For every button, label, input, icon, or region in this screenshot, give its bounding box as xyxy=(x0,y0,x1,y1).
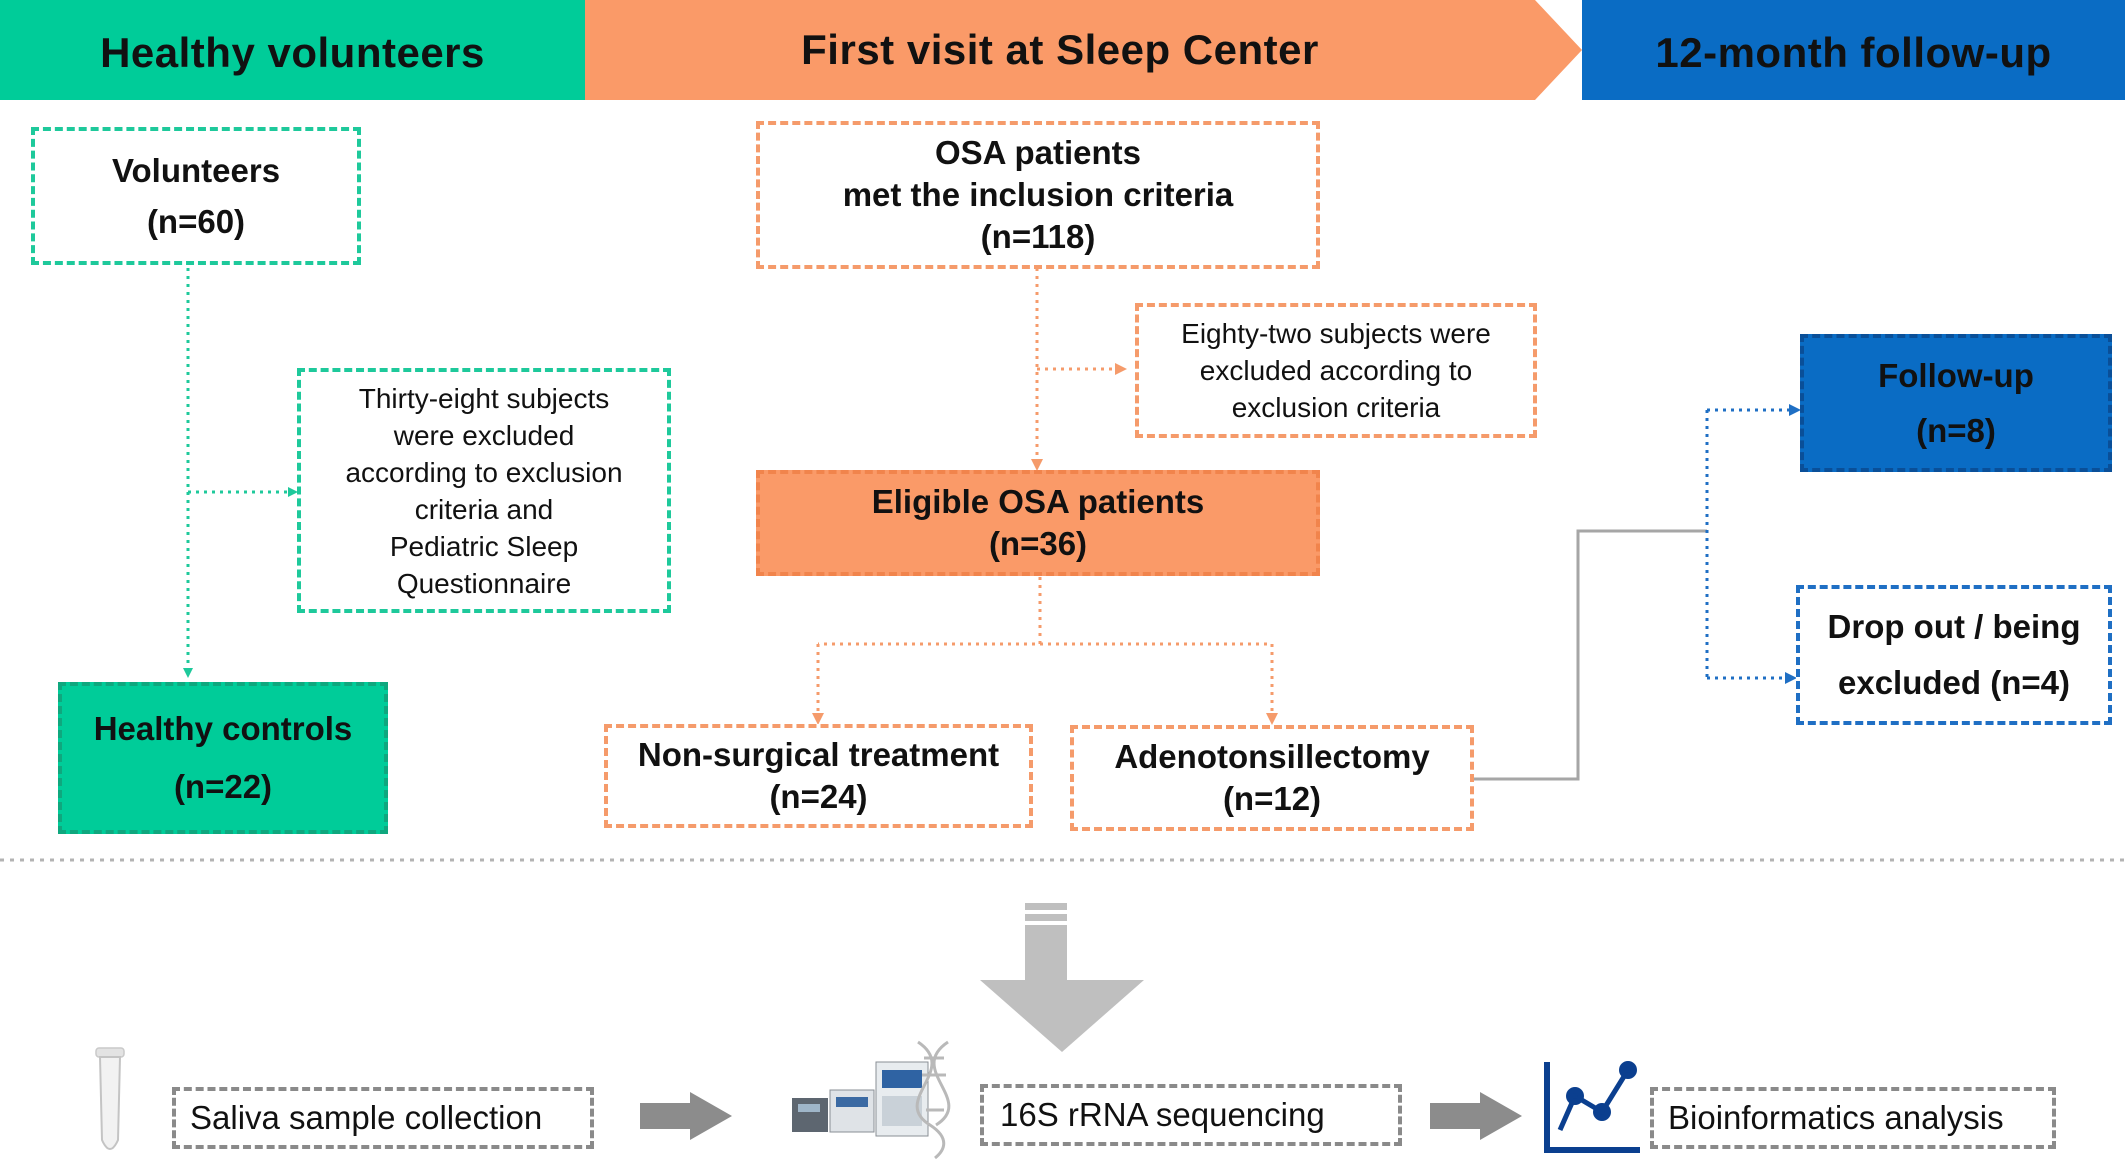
volunteers-box: Volunteers (n=60) xyxy=(31,127,361,265)
nonsurgical-title: Non-surgical treatment xyxy=(637,736,1000,773)
down-arrow-icon xyxy=(980,903,1144,1052)
teal-exclusion-line: Pediatric Sleep xyxy=(389,530,579,562)
sequencer-icon xyxy=(792,1061,929,1137)
eligible-osa-count: (n=36) xyxy=(988,525,1088,562)
adenotonsillectomy-box: Adenotonsillectomy (n=12) xyxy=(1070,725,1474,831)
eligible-osa-box: Eligible OSA patients (n=36) xyxy=(756,470,1320,576)
followup-count: (n=8) xyxy=(1916,411,1996,449)
followup-title: Follow-up xyxy=(1878,356,2034,394)
eligible-osa-title: Eligible OSA patients xyxy=(871,483,1205,520)
teal-exclusion-line: were excluded xyxy=(393,419,575,451)
healthy-controls-count: (n=22) xyxy=(173,768,273,805)
nonsurgical-box: Non-surgical treatment (n=24) xyxy=(604,724,1033,828)
volunteers-count: (n=60) xyxy=(146,202,246,240)
orange-exclusion-box: Eighty-two subjects were excluded accord… xyxy=(1135,303,1537,438)
right-arrow-icon xyxy=(1430,1092,1522,1140)
adenotonsillectomy-count: (n=12) xyxy=(1222,780,1322,817)
sequencing-box: 16S rRNA sequencing xyxy=(980,1084,1402,1146)
header-follow-up: 12-month follow-up xyxy=(1655,28,2052,76)
healthy-controls-box: Healthy controls (n=22) xyxy=(58,682,388,834)
dropout-box: Drop out / being excluded (n=4) xyxy=(1796,585,2112,725)
dropout-line: Drop out / being xyxy=(1827,608,2081,645)
header-healthy-volunteers: Healthy volunteers xyxy=(100,28,485,76)
osa-patients-count: (n=118) xyxy=(980,218,1096,255)
header-band-healthy xyxy=(0,0,585,100)
connector-eligible-split xyxy=(818,577,1042,646)
bioinformatics-box: Bioinformatics analysis xyxy=(1650,1087,2056,1149)
right-arrow-icon xyxy=(640,1092,732,1140)
dna-icon xyxy=(915,1040,951,1160)
orange-exclusion-line: exclusion criteria xyxy=(1231,392,1441,423)
orange-exclusion-line: excluded according to xyxy=(1199,355,1473,386)
teal-exclusion-line: Questionnaire xyxy=(396,567,572,599)
dropout-line: excluded (n=4) xyxy=(1838,664,2070,701)
osa-patients-line: OSA patients xyxy=(935,134,1141,171)
header-band-first-visit xyxy=(585,0,1582,100)
orange-exclusion-line: Eighty-two subjects were xyxy=(1181,318,1491,349)
teal-exclusion-box: Thirty-eight subjects were excluded acco… xyxy=(297,368,671,613)
followup-box: Follow-up (n=8) xyxy=(1800,334,2112,472)
volunteers-title: Volunteers xyxy=(111,151,281,189)
header-first-visit: First visit at Sleep Center xyxy=(801,26,1319,73)
header-band-follow-up xyxy=(1582,0,2125,100)
connector-adeno-to-follow xyxy=(1472,529,1707,781)
osa-patients-box: OSA patients met the inclusion criteria … xyxy=(756,121,1320,269)
osa-patients-line: met the inclusion criteria xyxy=(842,176,1234,213)
adenotonsillectomy-title: Adenotonsillectomy xyxy=(1114,738,1430,775)
teal-exclusion-line: Thirty-eight subjects xyxy=(358,382,610,414)
saliva-collection-box: Saliva sample collection xyxy=(172,1087,594,1149)
teal-exclusion-line: according to exclusion xyxy=(345,456,623,488)
nonsurgical-count: (n=24) xyxy=(769,778,868,815)
healthy-controls-title: Healthy controls xyxy=(93,710,353,747)
teal-exclusion-line: criteria and xyxy=(414,493,554,525)
analysis-chart-icon xyxy=(1544,1061,1640,1153)
sample-tube-icon xyxy=(95,1047,125,1150)
